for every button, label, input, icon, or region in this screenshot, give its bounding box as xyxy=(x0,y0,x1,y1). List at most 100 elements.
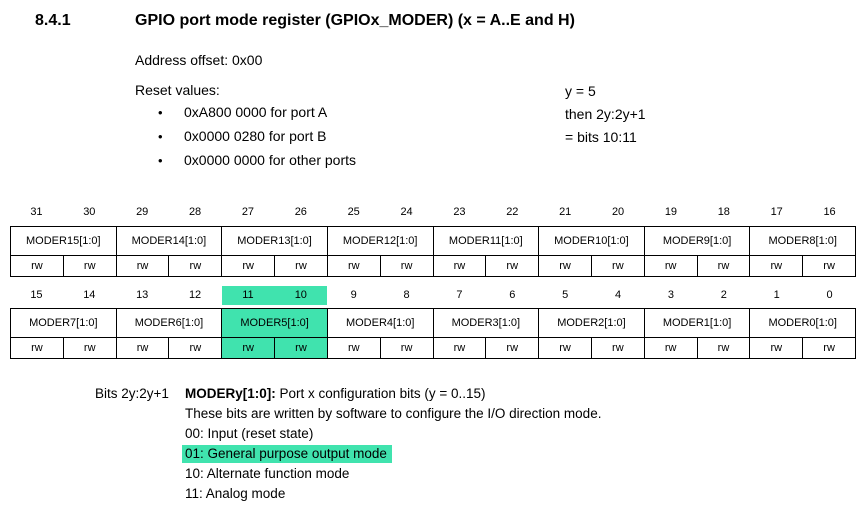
bit-number-cell: 0 xyxy=(826,289,833,301)
register-field-cell: MODER8[1:0] xyxy=(750,227,856,256)
bit-number-cell: 9 xyxy=(350,289,357,301)
access-type-cell: rw xyxy=(750,256,804,277)
bullet-icon: • xyxy=(158,129,163,144)
address-offset: Address offset: 0x00 xyxy=(135,52,263,68)
register-field-cell: MODER1[1:0] xyxy=(644,309,751,338)
bit-number-cell: 11 xyxy=(221,286,275,305)
access-type-cell: rw xyxy=(539,338,592,359)
register-field-cell: MODER7[1:0] xyxy=(11,309,117,338)
page-title: GPIO port mode register (GPIOx_MODER) (x… xyxy=(135,12,575,29)
bit-number-cell: 26 xyxy=(294,206,307,218)
access-type-cell: rw xyxy=(222,256,276,277)
reset-value-item: •0xA800 0000 for port A xyxy=(158,104,356,128)
register-field-cell: MODER3[1:0] xyxy=(433,309,540,338)
bit-number-cell: 14 xyxy=(83,289,96,301)
access-type-cell: rw xyxy=(433,338,487,359)
bit-number-cell: 17 xyxy=(770,206,783,218)
register-field-cell: MODER11[1:0] xyxy=(433,227,540,256)
margin-note-line: then 2y:2y+1 xyxy=(565,106,646,122)
description-line-text: These bits are written by software to co… xyxy=(185,406,602,421)
access-type-cell: rw xyxy=(169,256,223,277)
description-lines: These bits are written by software to co… xyxy=(182,404,825,504)
bit-number-cell: 31 xyxy=(30,206,43,218)
reset-value-item: •0x0000 0000 for other ports xyxy=(158,152,356,176)
reset-values-list: •0xA800 0000 for port A•0x0000 0280 for … xyxy=(158,104,356,176)
register-field-cell: MODER0[1:0] xyxy=(750,309,856,338)
description-line-text: 01: General purpose output mode xyxy=(182,445,392,463)
access-type-cell: rw xyxy=(169,338,223,359)
bit-number-cell: 28 xyxy=(188,206,202,218)
bit-number-cell: 15 xyxy=(30,289,43,301)
bit-number-cell: 18 xyxy=(717,206,730,218)
description-line: 11: Analog mode xyxy=(185,484,825,504)
section-number: 8.4.1 xyxy=(35,12,71,29)
description-line-text: 11: Analog mode xyxy=(185,486,286,501)
register-field-cell: MODER6[1:0] xyxy=(116,309,223,338)
bit-number-cell: 4 xyxy=(615,289,622,301)
reset-value-text: 0xA800 0000 for port A xyxy=(184,104,328,120)
access-type-cell: rw xyxy=(697,338,751,359)
field-definition: MODERy[1:0]: Port x configuration bits (… xyxy=(185,384,486,404)
access-type-cell: rw xyxy=(11,338,64,359)
bit-number-cell: 6 xyxy=(509,289,516,301)
bit-number-cell: 19 xyxy=(664,206,678,218)
bit-number-cell: 1 xyxy=(773,289,780,301)
access-type-cell: rw xyxy=(275,338,328,359)
bits-range-label: Bits 2y:2y+1 xyxy=(95,386,169,401)
bit-number-cell: 7 xyxy=(456,289,463,301)
access-type-cell: rw xyxy=(275,256,328,277)
bit-number-cell: 8 xyxy=(403,289,410,301)
bit-number-cell: 25 xyxy=(347,206,360,218)
bit-number-cell: 30 xyxy=(83,206,96,218)
register-field-cell: MODER10[1:0] xyxy=(539,227,645,256)
description-line: These bits are written by software to co… xyxy=(185,404,825,424)
description-line-text: 10: Alternate function mode xyxy=(185,466,350,481)
bit-number-cell: 29 xyxy=(136,206,149,218)
register-field-cell: MODER14[1:0] xyxy=(116,227,223,256)
reset-value-text: 0x0000 0280 for port B xyxy=(184,128,327,144)
access-type-cell: rw xyxy=(11,256,64,277)
access-type-cell: rw xyxy=(433,256,487,277)
bit-number-cell: 3 xyxy=(667,289,674,301)
access-type-cell: rw xyxy=(803,256,856,277)
access-type-cell: rw xyxy=(380,256,434,277)
bit-number-cell: 16 xyxy=(823,206,836,218)
access-type-cell: rw xyxy=(644,256,698,277)
bit-number-cell: 24 xyxy=(400,206,413,218)
bit-number-cell: 20 xyxy=(611,206,625,218)
register-table-lower: MODER7[1:0]MODER6[1:0]MODER5[1:0]MODER4[… xyxy=(10,308,856,359)
bit-number-cell: 13 xyxy=(136,289,149,301)
description-line: 01: General purpose output mode xyxy=(182,444,825,464)
access-type-cell: rw xyxy=(327,256,381,277)
access-type-cell: rw xyxy=(803,338,856,359)
description-header: Bits 2y:2y+1 MODERy[1:0]: Port x configu… xyxy=(95,384,825,404)
access-type-cell: rw xyxy=(116,338,170,359)
register-field-cell: MODER2[1:0] xyxy=(539,309,645,338)
description-line-text: 00: Input (reset state) xyxy=(185,426,314,441)
bullet-icon: • xyxy=(158,153,163,168)
access-type-cell: rw xyxy=(644,338,698,359)
access-type-cell: rw xyxy=(222,338,276,359)
access-type-cell: rw xyxy=(591,338,645,359)
bit-number-cell: 5 xyxy=(562,289,569,301)
register-field-cell: MODER13[1:0] xyxy=(222,227,328,256)
register-field-cell: MODER5[1:0] xyxy=(222,309,328,338)
bit-number-cell: 12 xyxy=(188,289,202,301)
description-line: 10: Alternate function mode xyxy=(185,464,825,484)
access-type-cell: rw xyxy=(539,256,592,277)
bit-number-cell: 22 xyxy=(506,206,519,218)
register-field-cell: MODER9[1:0] xyxy=(644,227,751,256)
register-table-upper: MODER15[1:0]MODER14[1:0]MODER13[1:0] MODE… xyxy=(10,226,856,277)
margin-note-line: = bits 10:11 xyxy=(565,129,637,145)
bit-number-cell: 27 xyxy=(241,206,255,218)
access-type-cell: rw xyxy=(750,338,804,359)
register-field-cell: MODER15[1:0] xyxy=(11,227,117,256)
access-type-cell: rw xyxy=(63,338,117,359)
bit-number-cell: 21 xyxy=(559,206,572,218)
bit-field-description: Bits 2y:2y+1 MODERy[1:0]: Port x configu… xyxy=(95,384,825,504)
access-type-cell: rw xyxy=(63,256,117,277)
field-desc: Port x configuration bits (y = 0..15) xyxy=(279,386,486,401)
